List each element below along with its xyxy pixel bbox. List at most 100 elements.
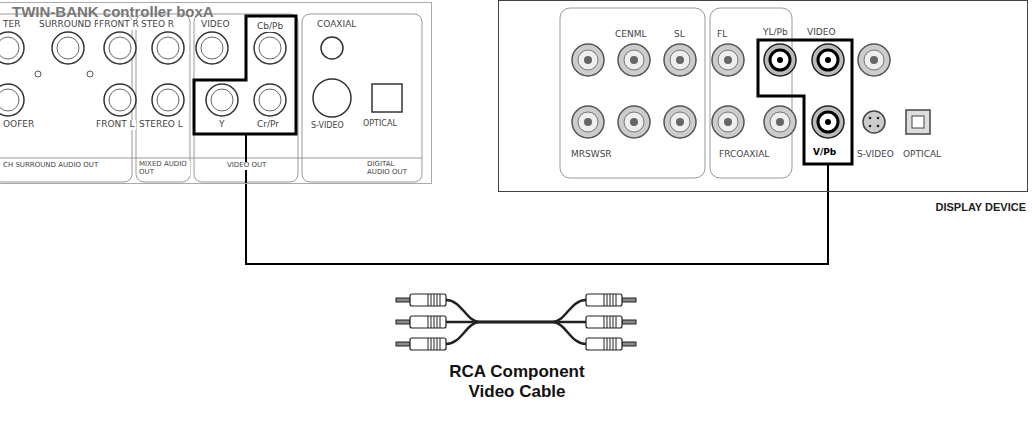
coaxial-jack <box>321 37 343 59</box>
rca-jack <box>152 84 184 116</box>
rca-jack-pin <box>724 56 732 64</box>
component-jack-pin <box>825 119 831 125</box>
rca-jack <box>104 32 136 64</box>
component-jack <box>812 106 844 138</box>
rca-jack <box>572 44 604 76</box>
component-jack-ring <box>770 50 790 70</box>
highlight-outline <box>758 40 852 164</box>
port-label: STEO R <box>140 20 175 30</box>
panel-group <box>136 14 190 182</box>
port-label: CH SURROUND AUDIO OUT <box>2 162 99 170</box>
highlight-outline <box>194 16 296 134</box>
screw-dot <box>87 71 93 77</box>
rca-jack <box>0 32 24 64</box>
rca-jack-ring <box>578 112 598 132</box>
rca-jack <box>0 84 24 116</box>
rca-jack-pin <box>584 118 592 126</box>
rca-jack <box>712 106 744 138</box>
port-label: V/Pb <box>812 148 837 158</box>
port-label: FRONT L <box>95 120 136 130</box>
s-video-jack <box>313 79 351 117</box>
component-jack <box>764 44 796 76</box>
cable-leg <box>245 134 247 184</box>
component-cable <box>246 184 828 264</box>
panel-group <box>560 8 705 178</box>
port-label: MRSWSR <box>570 150 613 160</box>
port-label: FL <box>716 30 728 40</box>
rca-jack <box>712 44 744 76</box>
port-label: Cb/Pb <box>256 22 284 32</box>
rca-jack-pin <box>724 118 732 126</box>
rca-jack <box>206 84 238 116</box>
rca-jack-pin <box>676 56 684 64</box>
rca-jack-ring <box>0 37 19 59</box>
rca-jack-ring <box>109 37 131 59</box>
cable-caption: RCA Component Video Cable <box>436 362 598 403</box>
rca-jack-ring <box>864 50 884 70</box>
rca-jack-ring <box>109 89 131 111</box>
rca-jack-ring <box>211 89 233 111</box>
optical-port-inner <box>912 116 924 128</box>
device-title: TWIN-BANK controller boxA <box>11 4 215 21</box>
rca-cable <box>396 294 636 350</box>
rca-jack-pin <box>584 56 592 64</box>
rca-jack-ring <box>157 37 179 59</box>
rca-jack-ring <box>718 50 738 70</box>
rca-jack <box>664 44 696 76</box>
port-label: VIDEO OUT <box>226 162 267 170</box>
component-jack <box>812 44 844 76</box>
panel-group <box>302 14 422 182</box>
s-video-pin <box>877 117 880 120</box>
port-label: STEREO L <box>138 120 184 130</box>
rca-jack <box>764 106 796 138</box>
s-video-pin <box>869 125 872 128</box>
s-video-jack <box>863 111 885 133</box>
port-label: VIDEO <box>200 20 231 30</box>
rca-jack-pin <box>630 118 638 126</box>
rca-jack <box>858 44 890 76</box>
port-label: VIDEO <box>806 28 837 38</box>
rca-jack-pin <box>676 118 684 126</box>
component-jack-pin <box>777 57 783 63</box>
rca-jack <box>618 106 650 138</box>
rca-jack-ring <box>57 37 79 59</box>
port-label: SL <box>673 30 686 40</box>
s-video-pin <box>869 117 872 120</box>
rca-jack-pin <box>870 56 878 64</box>
component-jack-ring <box>818 50 838 70</box>
port-label: CENML <box>614 30 647 40</box>
rca-jack-ring <box>201 37 223 59</box>
panel-band <box>0 158 422 159</box>
port-label: Cr/Pr <box>256 120 280 130</box>
optical-port <box>372 84 402 112</box>
rca-jack-ring <box>0 89 19 111</box>
rca-jack <box>664 106 696 138</box>
port-label: S-VIDEO <box>856 150 895 160</box>
port-label: SURROUND R <box>38 20 101 30</box>
screw-dot <box>35 71 41 77</box>
rca-jack-ring <box>718 112 738 132</box>
rca-jack-pin <box>776 118 784 126</box>
rca-jack <box>52 32 84 64</box>
port-label: FRCOAXIAL <box>718 150 770 160</box>
rca-jack-ring <box>624 50 644 70</box>
port-label: YL/Pb <box>762 28 789 38</box>
port-label: FRONT R <box>98 20 140 30</box>
port-label: Y <box>218 120 226 130</box>
rca-jack-ring <box>770 112 790 132</box>
rca-jack-ring <box>624 112 644 132</box>
rca-jack <box>254 32 286 64</box>
rca-jack-ring <box>259 89 281 111</box>
component-jack-ring <box>818 112 838 132</box>
optical-port <box>906 110 930 134</box>
port-label: TER <box>2 20 21 30</box>
port-label: COAXIAL <box>316 20 357 30</box>
device-label: DISPLAY DEVICE <box>935 201 1027 213</box>
rca-jack <box>618 44 650 76</box>
cable-leg <box>827 164 829 192</box>
rca-jack <box>196 32 228 64</box>
port-label: OOFER <box>2 120 35 130</box>
rca-jack <box>104 84 136 116</box>
rca-jack <box>152 32 184 64</box>
panel-group <box>710 8 792 178</box>
